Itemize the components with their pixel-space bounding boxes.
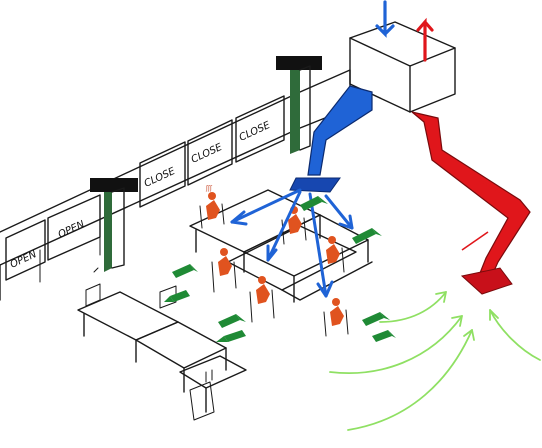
sign-label: OPEN xyxy=(57,219,87,241)
occupant xyxy=(250,276,274,322)
green-arrow xyxy=(372,330,396,342)
window-openings: OPEN OPEN CLOSE CLOSE CLOSE xyxy=(6,96,284,280)
occupant xyxy=(324,298,348,336)
green-arrow xyxy=(172,264,198,278)
exhaust-duct xyxy=(412,22,530,294)
column-left xyxy=(90,178,138,272)
green-arrow xyxy=(362,312,390,326)
natural-inflow-arrows xyxy=(330,292,540,430)
occupant xyxy=(212,248,236,292)
sign-label: CLOSE xyxy=(190,142,225,166)
green-arrow xyxy=(218,314,246,328)
window-close-2: CLOSE xyxy=(188,120,232,185)
green-arrow xyxy=(216,330,246,342)
green-arrow xyxy=(164,290,190,302)
window-open-2: OPEN xyxy=(48,195,100,260)
columns xyxy=(90,56,322,272)
lower-table-group xyxy=(78,268,246,420)
green-arrow xyxy=(352,228,382,244)
sign-label: CLOSE xyxy=(238,120,273,144)
occupant xyxy=(320,236,344,276)
window-open-1: OPEN xyxy=(6,220,45,280)
green-arrow xyxy=(300,196,328,211)
window-close-3: CLOSE xyxy=(236,96,284,162)
occupant: ʃʃʃ xyxy=(200,185,224,228)
occupant-icon: ʃʃʃ xyxy=(205,185,213,192)
